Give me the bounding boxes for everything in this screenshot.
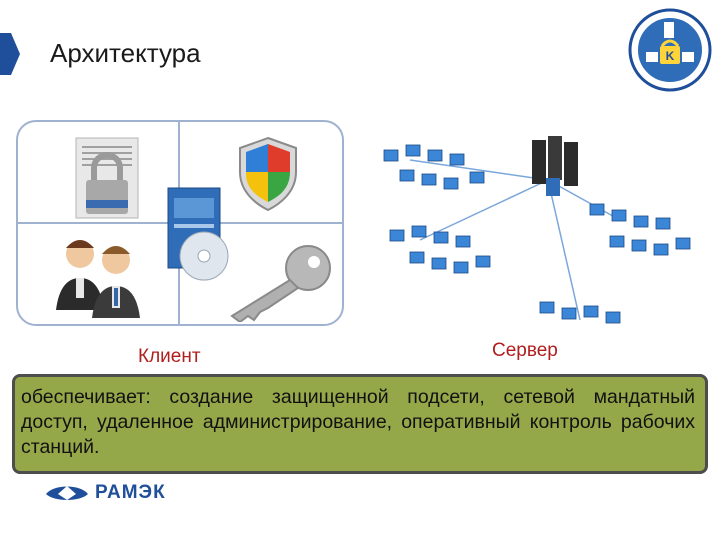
software-box-icon xyxy=(167,187,229,281)
key-icon xyxy=(230,245,331,322)
description-box: обеспечивает: создание защищенной подсет… xyxy=(12,374,708,474)
workstation-icon xyxy=(383,144,691,324)
description-text: обеспечивает: создание защищенной подсет… xyxy=(21,386,695,458)
server-label: Сервер xyxy=(492,340,558,361)
users-icon xyxy=(56,240,140,318)
slide-marker-tab xyxy=(0,33,20,75)
server-icon xyxy=(532,136,578,196)
seal-letter: K xyxy=(666,49,675,63)
ramek-logo-icon xyxy=(46,486,88,500)
document-lock-icon xyxy=(75,137,139,219)
page-title: Архитектура xyxy=(50,38,201,68)
client-components-panel xyxy=(16,120,344,326)
client-label: Клиент xyxy=(138,346,201,367)
shield-icon xyxy=(239,136,297,212)
network-diagram-icon xyxy=(383,136,691,324)
security-seal-logo-icon: K xyxy=(628,8,712,92)
footer-logo-text: РАМЭК xyxy=(95,482,166,503)
